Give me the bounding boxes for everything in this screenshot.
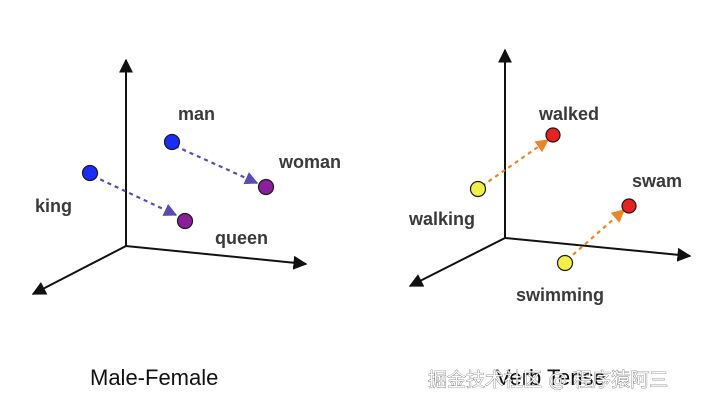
swimming-point xyxy=(556,254,574,272)
left-y-axis xyxy=(31,245,127,295)
left-axes xyxy=(31,58,308,295)
swam-point xyxy=(621,198,637,214)
king-label: king xyxy=(35,196,72,216)
walking-label: walking xyxy=(408,209,475,229)
queen-point xyxy=(176,212,194,230)
verb-tense-panel: walked walking swam swimming Verb Tense xyxy=(408,48,692,390)
walking-to-walked-arrow xyxy=(481,139,550,187)
man-to-woman-arrow xyxy=(174,144,259,185)
male-female-caption: Male-Female xyxy=(90,365,218,390)
right-x-axis xyxy=(504,237,692,262)
watermark-text: 掘金技术社区 @ 程序猿阿三 xyxy=(428,369,668,391)
left-x-axis xyxy=(125,245,308,270)
man-label: man xyxy=(178,104,215,124)
woman-label: woman xyxy=(278,152,341,172)
walking-point xyxy=(469,180,487,198)
walked-point xyxy=(545,127,561,143)
swimming-to-swam-arrow xyxy=(566,209,625,261)
verb-tense-caption: Verb Tense xyxy=(496,365,606,390)
swam-label: swam xyxy=(632,171,682,191)
walked-label: walked xyxy=(538,104,599,124)
man-point xyxy=(163,133,181,151)
king-to-queen-arrow xyxy=(92,175,178,216)
king-point xyxy=(81,164,99,182)
right-y-axis xyxy=(408,237,506,287)
swimming-label: swimming xyxy=(516,285,604,305)
male-female-panel: man woman king queen Male-Female xyxy=(31,58,341,390)
right-axes xyxy=(408,48,692,287)
queen-label: queen xyxy=(215,228,268,248)
woman-point xyxy=(257,178,275,196)
